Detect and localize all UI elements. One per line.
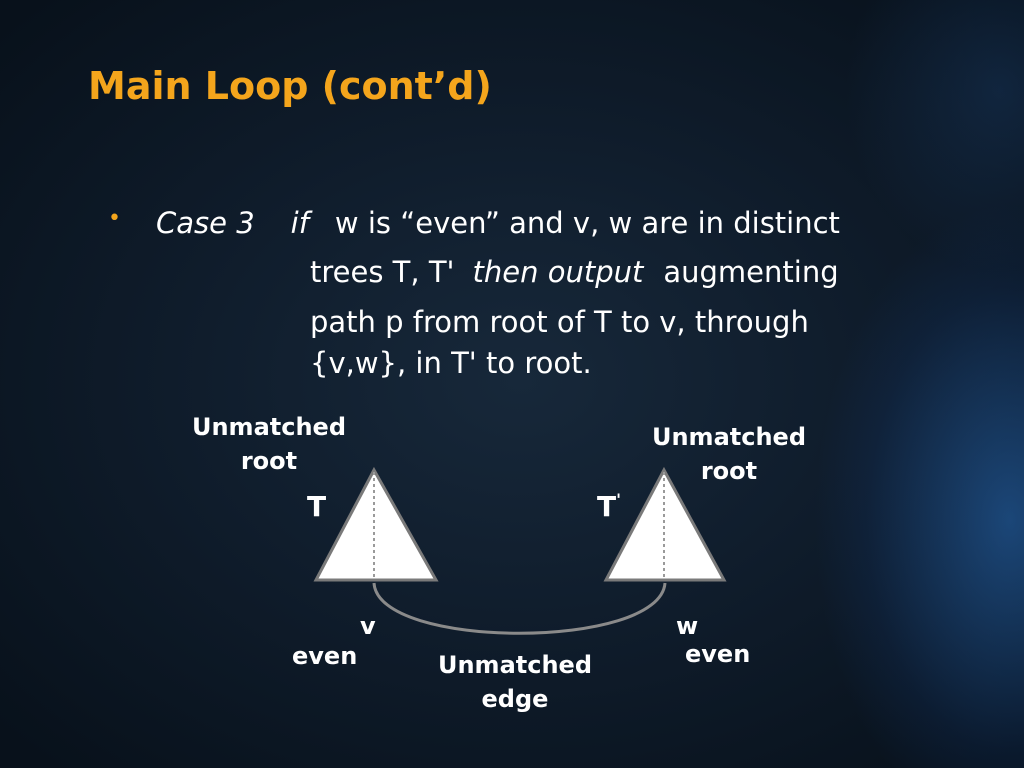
node-w-label: w <box>676 612 699 640</box>
if-keyword: if <box>290 206 309 240</box>
case-line-3: path p from root of T to v, through <box>310 305 809 339</box>
right-root-label: Unmatched root <box>646 420 812 488</box>
then-output-keyword: then output <box>472 255 644 289</box>
bullet-marker: • <box>108 206 121 231</box>
even-right-label: even <box>685 640 751 668</box>
unmatched-edge-arc <box>372 582 667 635</box>
left-root-label: Unmatched root <box>186 410 352 478</box>
tree-left-label: T <box>307 490 327 523</box>
case-line-4: {v,w}, in T' to root. <box>310 346 592 380</box>
tree-right-triangle <box>603 466 727 582</box>
even-left-label: even <box>292 642 358 670</box>
tree-right-prime: ' <box>616 490 622 509</box>
slide-title: Main Loop (cont’d) <box>88 64 492 108</box>
right-root-label-line2: root <box>700 457 758 485</box>
case-line-2-a: trees T, T' <box>310 255 455 289</box>
case-line-2: trees T, T' then output augmenting <box>310 255 839 289</box>
left-root-label-line1: Unmatched <box>191 413 347 441</box>
left-root-label-line2: root <box>240 447 298 475</box>
edge-label-line2: edge <box>481 685 549 713</box>
tree-left-triangle <box>313 466 439 582</box>
edge-label-line1: Unmatched <box>437 651 593 679</box>
right-root-label-line1: Unmatched <box>651 423 807 451</box>
case-label: Case 3 <box>156 206 255 240</box>
tree-right-letter: T <box>597 490 617 523</box>
case-line-2-b: augmenting <box>663 255 839 289</box>
tree-right-label: T' <box>597 490 621 523</box>
case-line-1-rest: w is “even” and v, w are in distinct <box>334 206 840 240</box>
case-line-1: Case 3 if w is “even” and v, w are in dist… <box>156 206 840 240</box>
node-v-label: v <box>360 612 376 640</box>
unmatched-edge-label: Unmatched edge <box>432 648 598 716</box>
